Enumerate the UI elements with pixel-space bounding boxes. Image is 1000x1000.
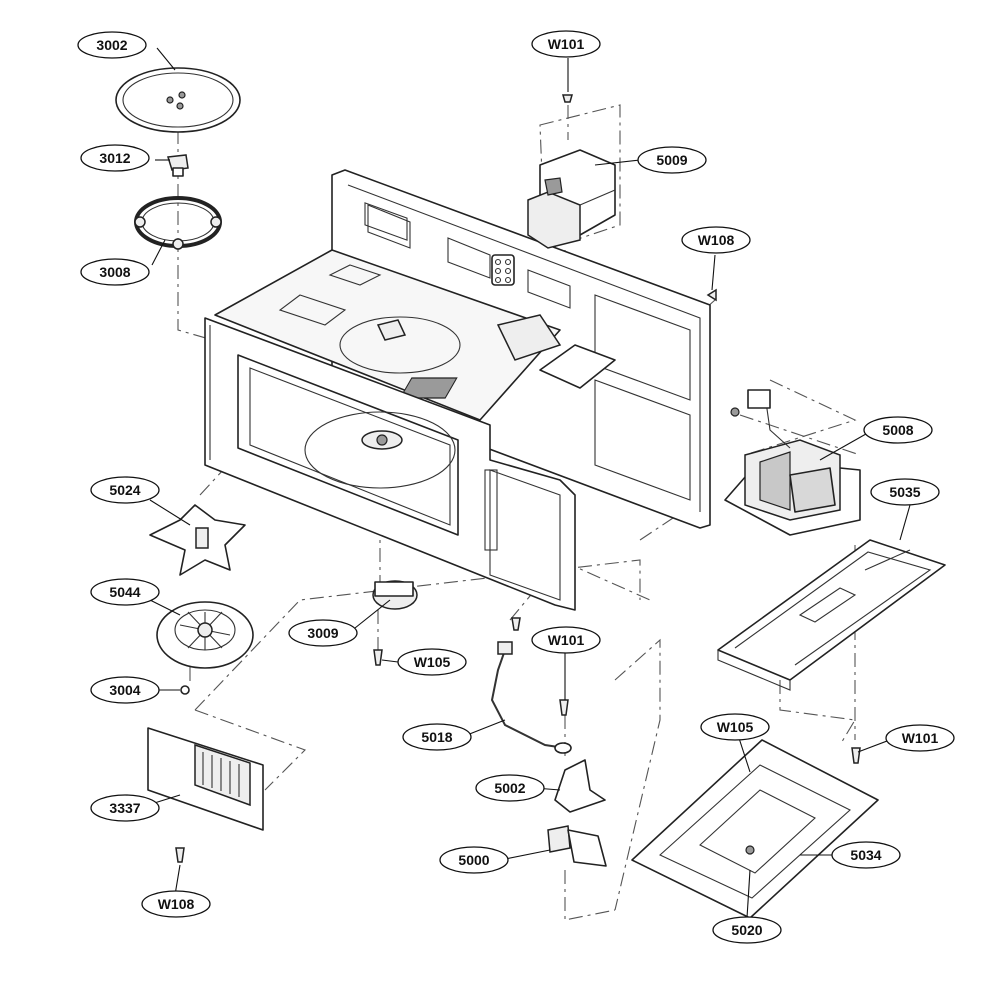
callout-w108-bottom: W108	[141, 890, 211, 918]
stirrer-motor	[372, 580, 418, 610]
svg-text:5008: 5008	[882, 422, 913, 438]
svg-text:W101: W101	[902, 730, 939, 746]
cover-plate	[147, 727, 264, 831]
roller-ring	[134, 196, 222, 250]
stirrer-cover	[156, 601, 254, 669]
stirrer-blade	[149, 504, 246, 576]
svg-text:W108: W108	[158, 896, 195, 912]
svg-text:5044: 5044	[109, 584, 140, 600]
callout-3002: 3002	[77, 31, 147, 59]
callout-w105-right: W105	[700, 713, 770, 741]
callout-3004: 3004	[90, 676, 160, 704]
lamp	[547, 825, 607, 867]
callout-w105-left: W105	[397, 648, 467, 676]
magnetron	[527, 149, 616, 249]
sensor-bracket	[554, 759, 606, 813]
svg-text:W108: W108	[698, 232, 735, 248]
callout-w108-top: W108	[681, 226, 751, 254]
callout-5024: 5024	[90, 476, 160, 504]
callout-5000: 5000	[439, 846, 509, 874]
callout-5008: 5008	[863, 416, 933, 444]
bottom-panel	[631, 739, 879, 919]
callout-5002: 5002	[475, 774, 545, 802]
svg-text:5002: 5002	[494, 780, 525, 796]
callout-3008: 3008	[80, 258, 150, 286]
callout-w101-top: W101	[531, 30, 601, 58]
callout-5020: 5020	[712, 916, 782, 944]
coupler	[167, 154, 189, 177]
svg-text:3337: 3337	[109, 800, 140, 816]
callout-5044: 5044	[90, 578, 160, 606]
callout-w101-mid: W101	[531, 626, 601, 654]
turntable-tray	[115, 67, 241, 133]
svg-text:W101: W101	[548, 36, 585, 52]
callout-5034: 5034	[831, 841, 901, 869]
screw-3004	[180, 685, 190, 695]
svg-text:5024: 5024	[109, 482, 140, 498]
wire-harness	[490, 641, 572, 754]
svg-text:5035: 5035	[889, 484, 920, 500]
callout-3009: 3009	[288, 619, 358, 647]
high-voltage-transformer	[724, 389, 861, 536]
cavity-frame	[204, 169, 711, 611]
svg-text:W105: W105	[717, 719, 754, 735]
svg-text:3009: 3009	[307, 625, 338, 641]
callout-w101-right: W101	[885, 724, 955, 752]
callout-5035: 5035	[870, 478, 940, 506]
svg-text:3012: 3012	[99, 150, 130, 166]
callout-5009: 5009	[637, 146, 707, 174]
svg-text:3002: 3002	[96, 37, 127, 53]
callout-3012: 3012	[80, 144, 150, 172]
callout-3337: 3337	[90, 794, 160, 822]
svg-text:5009: 5009	[656, 152, 687, 168]
svg-text:3008: 3008	[99, 264, 130, 280]
svg-text:5020: 5020	[731, 922, 762, 938]
base-plate	[717, 539, 946, 691]
svg-text:5034: 5034	[850, 847, 881, 863]
svg-text:W101: W101	[548, 632, 585, 648]
leader-lines	[147, 47, 911, 919]
svg-text:W105: W105	[414, 654, 451, 670]
svg-text:5018: 5018	[421, 729, 452, 745]
svg-text:5000: 5000	[458, 852, 489, 868]
callout-5018: 5018	[402, 723, 472, 751]
svg-text:3004: 3004	[109, 682, 140, 698]
